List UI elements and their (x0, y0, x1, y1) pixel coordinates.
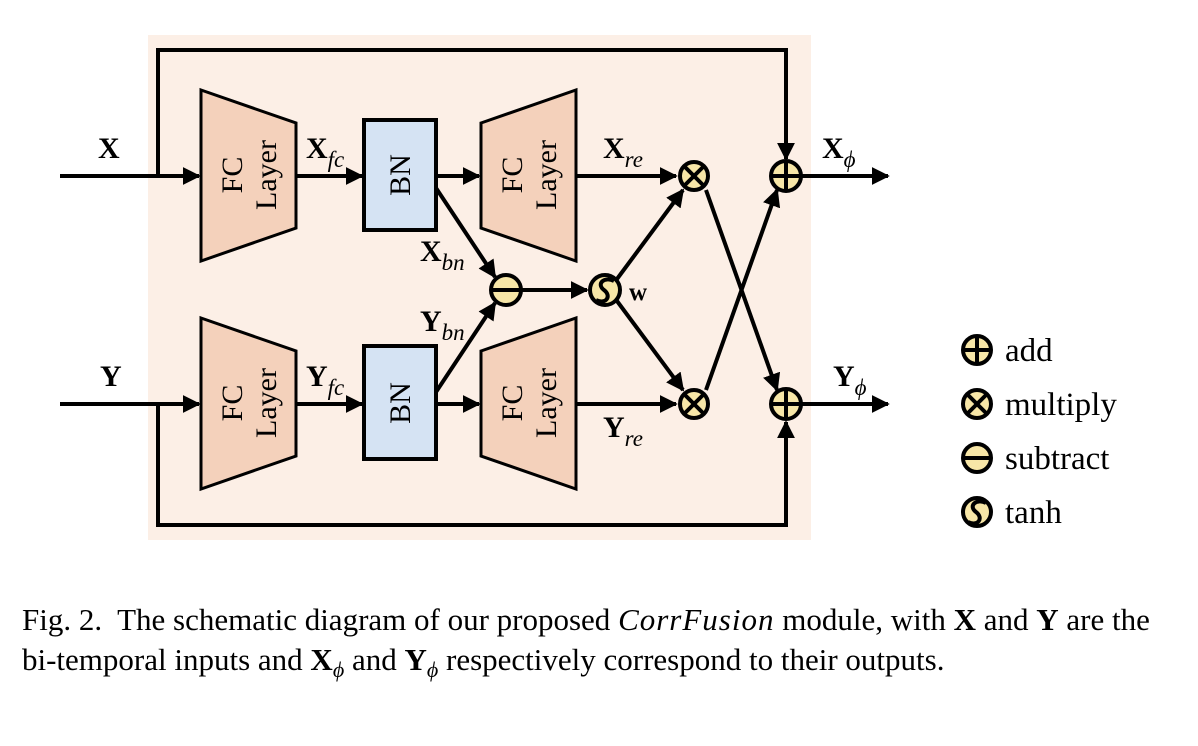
output-y-label: Yϕ (833, 360, 867, 400)
multiply-node-x (678, 160, 710, 192)
w-label: w (629, 279, 647, 306)
svg-text:FC: FC (496, 157, 529, 194)
legend-tanh-label: tanh (1005, 495, 1062, 531)
fc-layer-x-out (479, 87, 578, 264)
arrow-w-x (615, 188, 685, 281)
fc-text-x-out: FC Layer (496, 140, 563, 210)
caption-y-phi: Yϕ (404, 642, 439, 683)
bn-block-x (362, 118, 438, 232)
output-x-label: Xϕ (822, 132, 856, 172)
yre-label: Yre (603, 411, 643, 451)
caption-text-3: and (983, 602, 1029, 637)
svg-text:FC: FC (216, 157, 249, 194)
legend-subtract-label: subtract (1005, 441, 1109, 477)
svg-text:FC: FC (496, 385, 529, 422)
figure-caption: Fig. 2. The schematic diagram of our pro… (22, 600, 1182, 690)
fc-text-y-in: FC Layer (216, 368, 283, 438)
input-y-label: Y (100, 360, 122, 393)
legend: add multiply subtract tanh (961, 333, 1117, 531)
fc-layer-y-in (199, 315, 298, 492)
tanh-icon (961, 496, 993, 528)
legend-multiply-label: multiply (1005, 387, 1117, 423)
fc-text-y-out: FC Layer (496, 368, 563, 438)
svg-text:Layer: Layer (250, 140, 283, 210)
fc-layer-x-in (199, 87, 298, 264)
skip-path-y (156, 404, 795, 527)
caption-text-6: respectively correspond to their outputs… (446, 642, 945, 677)
subtract-node (489, 273, 523, 307)
svg-text:Layer: Layer (530, 140, 563, 210)
svg-text:BN: BN (384, 154, 417, 196)
caption-module-name: CorrFusion (618, 602, 775, 637)
svg-text:Layer: Layer (530, 368, 563, 438)
arrow-w-y (615, 299, 685, 392)
xre-label: Xre (603, 132, 643, 172)
svg-text:FC: FC (216, 385, 249, 422)
svg-text:BN: BN (384, 382, 417, 424)
input-x-label: X (98, 132, 120, 165)
arrow-ybn (434, 301, 497, 394)
add-node-x (769, 159, 803, 193)
caption-text-5: and (351, 642, 397, 677)
svg-text:Layer: Layer (250, 368, 283, 438)
multiply-icon (961, 388, 993, 420)
connections (60, 48, 890, 527)
xbn-label: Xbn (420, 235, 465, 275)
caption-text-2: module, with (782, 602, 946, 637)
arrow-cross-y (704, 188, 781, 391)
caption-text-1: The schematic diagram of our proposed (117, 602, 611, 637)
multiply-node-y (678, 388, 710, 420)
tanh-node (588, 273, 622, 307)
arrow-xbn (434, 186, 497, 279)
ybn-label: Ybn (420, 305, 465, 345)
corrfusion-diagram: FC Layer FC Layer FC Layer FC Layer BN B… (60, 35, 1117, 540)
xfc-label: Xfc (306, 132, 344, 172)
fc-text-x-in: FC Layer (216, 140, 283, 210)
add-node-y (769, 387, 803, 421)
caption-x-phi: Xϕ (310, 642, 345, 683)
caption-text-4: are the bi-temporal inputs and (22, 602, 1150, 677)
add-icon (961, 334, 993, 366)
subtract-icon (961, 442, 993, 474)
caption-y: Y (1036, 602, 1059, 637)
bn-text-y: BN (384, 382, 417, 424)
yfc-label: Yfc (306, 360, 344, 400)
skip-path-x (156, 48, 795, 176)
bn-text-x: BN (384, 154, 417, 196)
caption-x: X (953, 602, 976, 637)
caption-fig-number: Fig. 2. (22, 602, 103, 637)
fc-layer-y-out (479, 315, 578, 492)
legend-add-label: add (1005, 333, 1053, 369)
